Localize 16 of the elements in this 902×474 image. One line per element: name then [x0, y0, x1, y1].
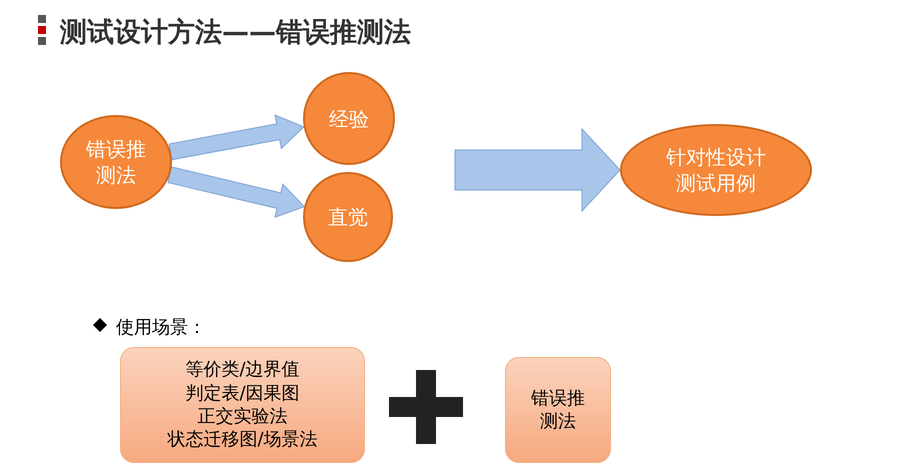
block-arrow [454, 128, 621, 212]
node-text: 针对性设计测试用例 [665, 144, 767, 196]
rounded-box [505, 357, 611, 463]
node-text: 判定表/因果图 [185, 382, 300, 405]
node-text: 直觉 [328, 204, 368, 230]
node-text: 错误推测法 [85, 136, 147, 188]
node-text: 错误推测法 [530, 386, 586, 434]
node-text: 状态迁移图/场景法 [167, 428, 318, 452]
title: 测试设计方法——错误推测法 [60, 16, 411, 50]
node-text: 正交实验法 [198, 405, 288, 428]
block-arrow [167, 166, 306, 218]
label: 使用场景： [116, 316, 206, 339]
node-text: 等价类/边界值 [185, 358, 300, 382]
block-arrow [168, 114, 305, 160]
node-text: 经验 [329, 106, 369, 132]
rounded-box [120, 347, 365, 463]
